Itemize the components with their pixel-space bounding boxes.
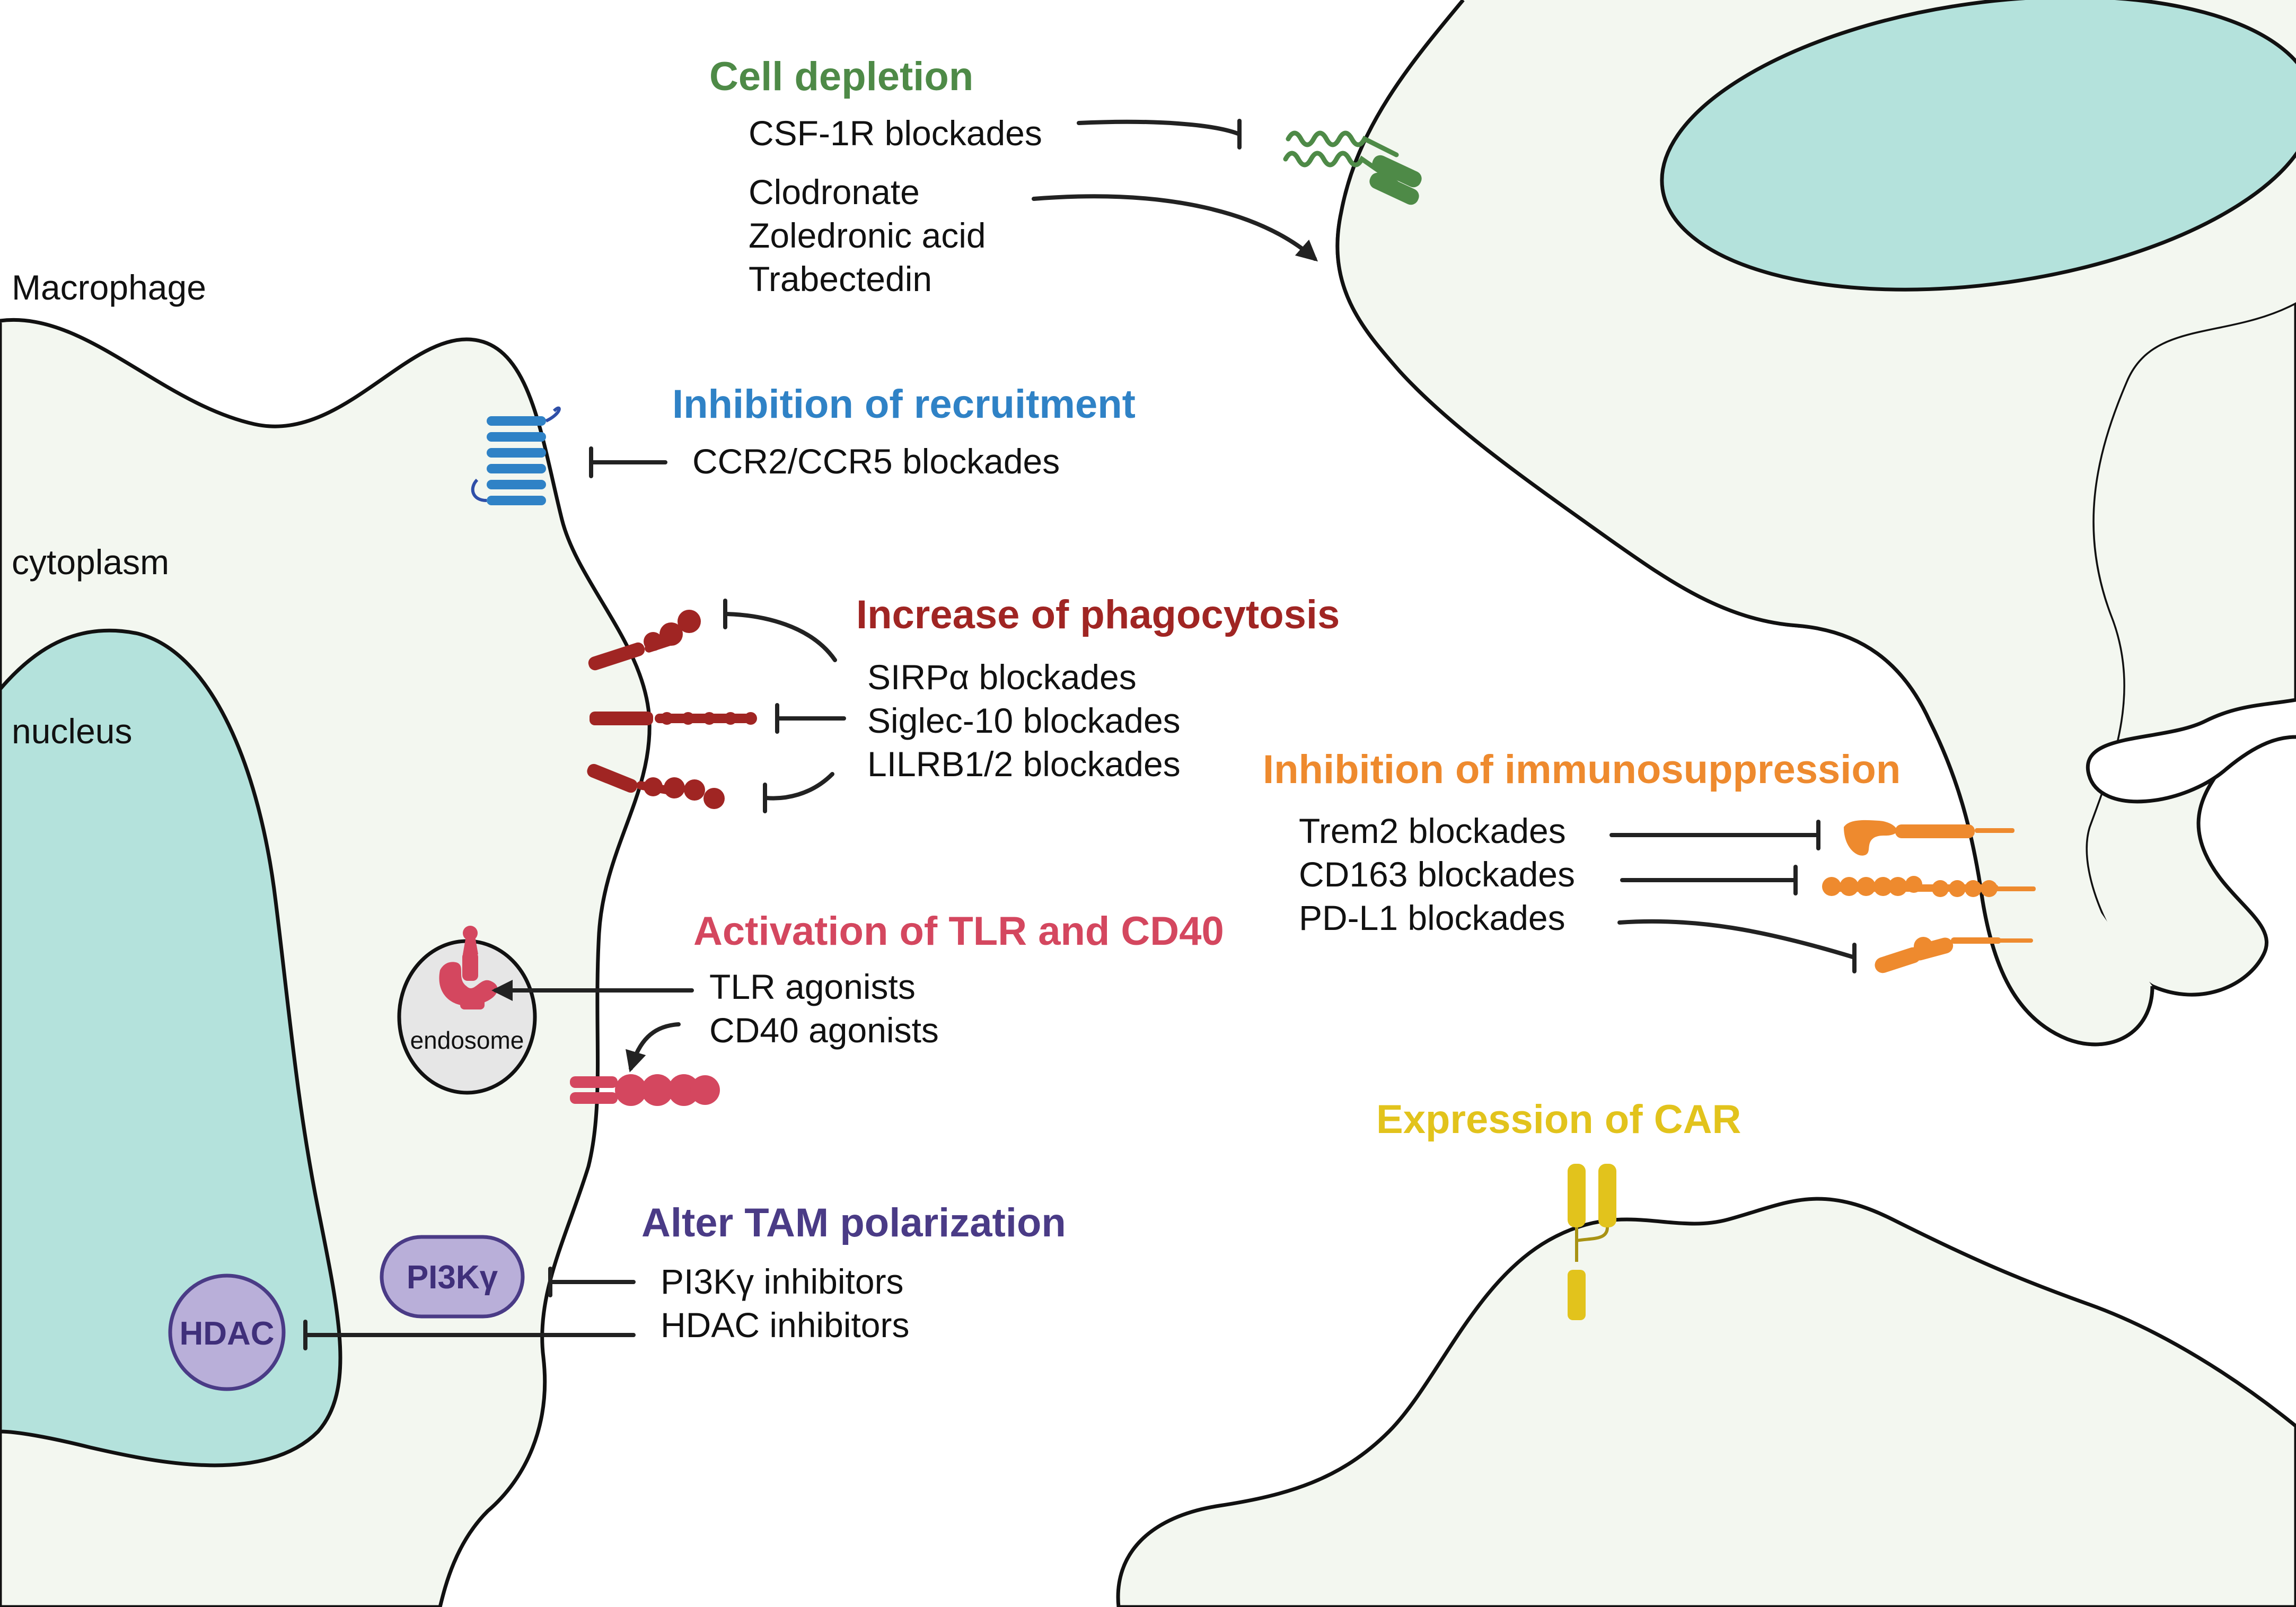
- endosome-label: endosome: [410, 1026, 524, 1054]
- phagocytosis-item: LILRB1/2 blockades: [867, 744, 1181, 784]
- tumor-cell-top-outline: [1335, 0, 2154, 1047]
- cell-depletion-title: Cell depletion: [709, 54, 973, 99]
- phagocytosis-item: Siglec-10 blockades: [867, 701, 1181, 740]
- tlr-item: CD40 agonists: [709, 1011, 939, 1050]
- polarization-item: HDAC inhibitors: [661, 1305, 909, 1345]
- activation-arrow: [1032, 194, 1318, 262]
- tumor-cell-top-nucleus: [1660, 0, 2296, 292]
- macrophage-label: Macrophage: [12, 268, 206, 307]
- car-receptor-icon: [1568, 1164, 1616, 1320]
- immunosuppression-item: CD163 blockades: [1299, 855, 1575, 894]
- trem2-receptor-icon: [1844, 820, 2015, 856]
- immunosuppression-title: Inhibition of immunosuppression: [1263, 747, 1901, 792]
- hdac-pill: [168, 1274, 286, 1391]
- tlr-receptor-icon: [439, 926, 498, 1009]
- tumor-cell-top-notch: [2086, 698, 2296, 804]
- cd40-receptor-icon: [570, 1074, 720, 1106]
- inhibition-line: [764, 772, 834, 801]
- cell-depletion-item: Clodronate: [749, 172, 920, 212]
- recruitment-item: CCR2/CCR5 blockades: [692, 442, 1060, 481]
- cd163-receptor-icon: [1822, 876, 2036, 897]
- tlr-item: TLR agonists: [709, 967, 916, 1006]
- inhibition-line: [1077, 119, 1240, 136]
- macrophage-nucleus: [0, 628, 342, 1468]
- inhibition-line: [724, 612, 837, 662]
- activation-arrow: [626, 1022, 681, 1073]
- csf1r-receptor-icon: [1283, 130, 1422, 205]
- pi3k-pill-label: PI3Kγ: [407, 1259, 498, 1296]
- phagocytosis-item: SIRPα blockades: [867, 657, 1137, 697]
- pi3k-pill: [380, 1235, 525, 1319]
- cell-depletion-item: CSF-1R blockades: [749, 113, 1042, 153]
- immunosuppression-item: Trem2 blockades: [1299, 811, 1566, 850]
- ccr2-receptor-icon: [471, 406, 561, 505]
- nucleus-label: nucleus: [12, 712, 133, 751]
- immunosuppression-item: PD-L1 blockades: [1299, 898, 1565, 937]
- cytoplasm-label: cytoplasm: [12, 542, 169, 582]
- polarization-title: Alter TAM polarization: [641, 1200, 1066, 1245]
- sirpa-receptor-icon: [588, 610, 701, 671]
- recruitment-title: Inhibition of recruitment: [672, 382, 1136, 427]
- siglec10-receptor-icon: [590, 712, 757, 725]
- polarization-item: PI3Kγ inhibitors: [661, 1262, 904, 1301]
- tlr-title: Activation of TLR and CD40: [693, 909, 1224, 954]
- lilrb-receptor-icon: [587, 763, 725, 809]
- cell-depletion-item: Zoledronic acid: [749, 216, 986, 255]
- inhibition-line: [1617, 919, 1855, 959]
- cell-depletion-item: Trabectedin: [749, 259, 932, 298]
- car-cell: [1116, 1197, 2296, 1607]
- phagocytosis-title: Increase of phagocytosis: [856, 592, 1340, 637]
- pdl1-receptor-icon: [1875, 937, 2033, 973]
- hdac-pill-label: HDAC: [179, 1315, 274, 1352]
- car-title: Expression of CAR: [1376, 1097, 1741, 1142]
